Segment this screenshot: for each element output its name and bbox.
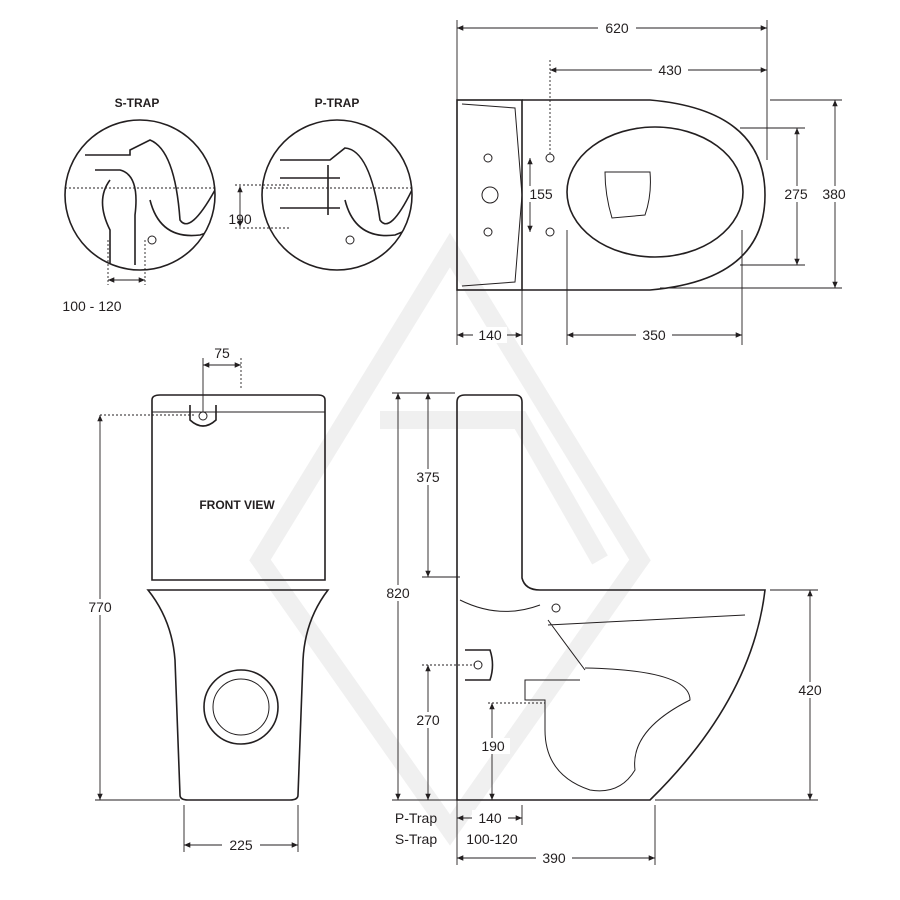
overall-length-dimension: 620 [605, 20, 629, 36]
inlet-height-dimension: 270 [416, 712, 440, 728]
front-view-label: FRONT VIEW [199, 498, 275, 512]
seat-height-dimension: 420 [798, 682, 822, 698]
s-trap-detail: S-TRAP 100 - 120 [62, 96, 216, 314]
seat-width-dimension: 275 [784, 186, 808, 202]
overall-width-dimension: 380 [822, 186, 846, 202]
side-view: 820 375 270 190 420 140 P-Trap S-Trap 10… [380, 392, 828, 866]
watermark-logo [249, 232, 651, 846]
p-trap-detail: P-TRAP 190 [228, 96, 413, 271]
outlet-height-dimension: 190 [481, 738, 505, 754]
s-trap-setout-dimension: 100 - 120 [62, 298, 121, 314]
overall-depth-dimension: 390 [542, 850, 566, 866]
hole-to-front-dimension: 430 [658, 62, 682, 78]
overall-height-dimension: 820 [386, 585, 410, 601]
tank-height-dimension: 375 [416, 469, 440, 485]
p-trap-setout-dimension: 140 [478, 810, 502, 826]
tank-depth-dimension: 140 [478, 327, 502, 343]
p-trap-row-label: P-Trap [395, 810, 437, 826]
button-offset-dimension: 75 [214, 345, 230, 361]
top-view: 620 430 155 275 380 140 350 [456, 20, 851, 345]
s-trap-setout-dimension: 100-120 [466, 831, 518, 847]
s-trap-label: S-TRAP [115, 96, 160, 110]
trap-height-dimension: 190 [228, 211, 252, 227]
base-width-dimension: 225 [229, 837, 253, 853]
front-height-dimension: 770 [88, 599, 112, 615]
front-view: FRONT VIEW 75 770 225 [82, 345, 330, 853]
hole-spacing-dimension: 155 [529, 186, 553, 202]
p-trap-label: P-TRAP [315, 96, 360, 110]
seat-length-dimension: 350 [642, 327, 666, 343]
s-trap-row-label: S-Trap [395, 831, 437, 847]
